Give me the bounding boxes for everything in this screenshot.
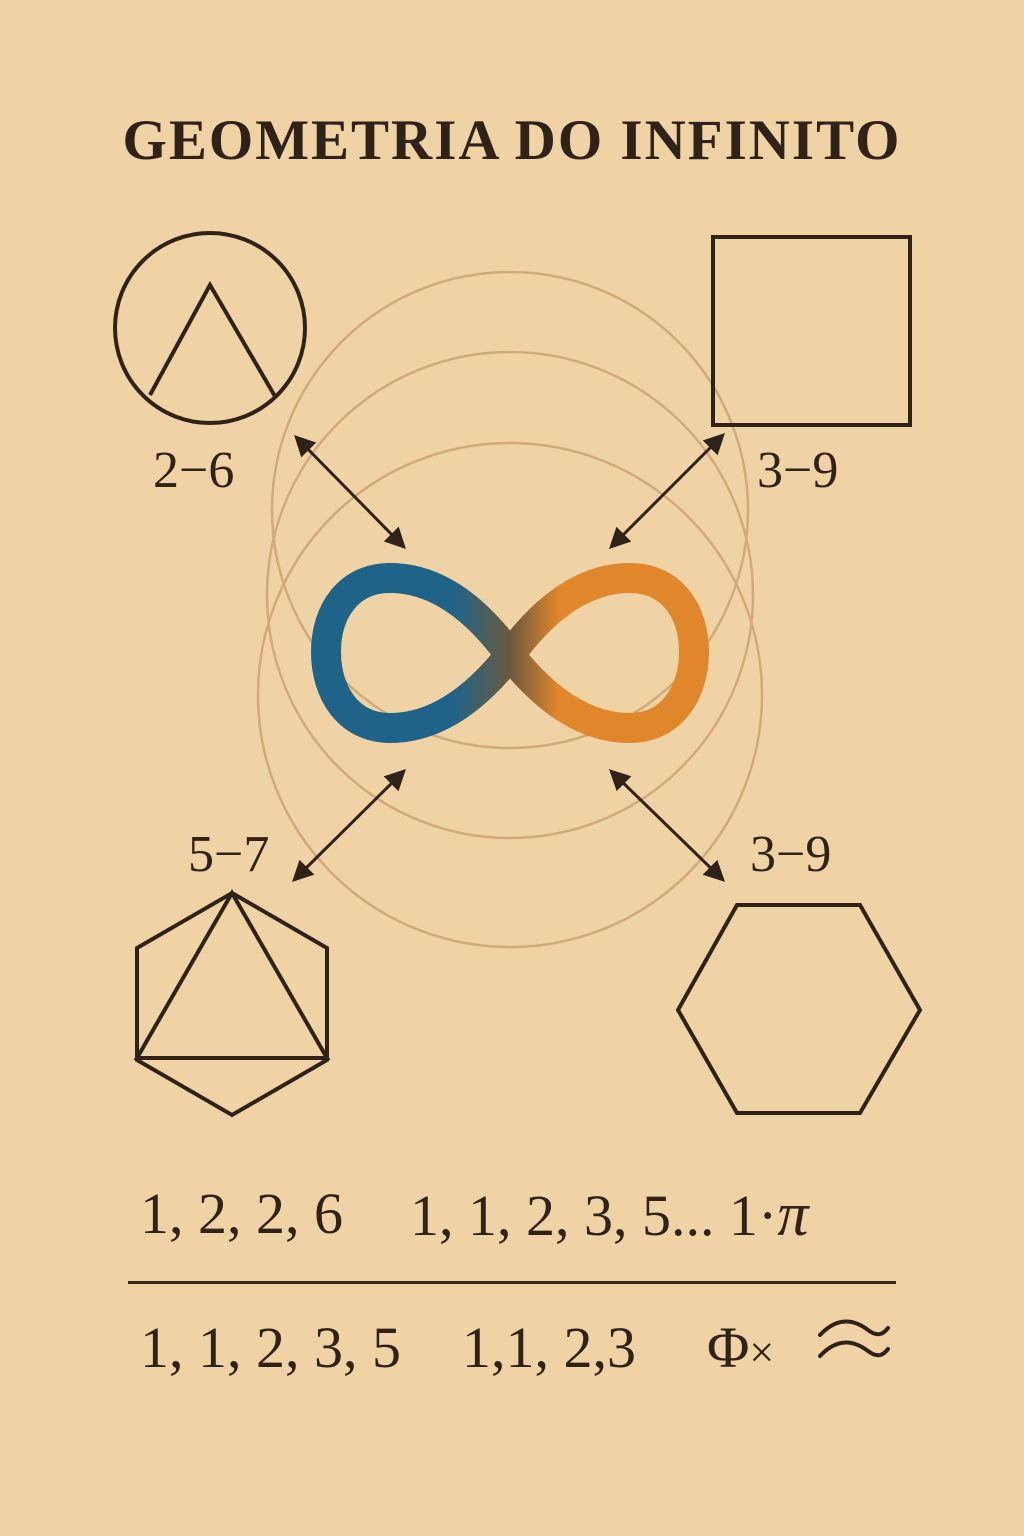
connector-arrows [292, 433, 726, 882]
ratio-label-top-left: 2−6 [153, 442, 235, 499]
arrow-bottom-right [608, 769, 726, 882]
infinity-icon [311, 563, 709, 743]
times-symbol: × [749, 1328, 775, 1377]
circle-ring-2 [265, 350, 755, 840]
sequence-top-b: 1, 1, 2, 3, 5... 1·π [410, 1180, 808, 1251]
circle-ring-3 [256, 441, 764, 949]
background-circles [256, 270, 764, 949]
sequence-top-a: 1, 2, 2, 6 [140, 1181, 343, 1246]
ratio-label-top-right: 3−9 [757, 442, 839, 499]
square-icon [711, 235, 912, 427]
ratio-label-bottom-right: 3−9 [750, 826, 832, 883]
sequence-bottom-a: 1, 1, 2, 3, 5 [140, 1315, 401, 1380]
arrow-top-left [294, 435, 406, 549]
arrow-bottom-left [292, 769, 406, 882]
circle-ring-1 [270, 270, 750, 750]
phi-symbol: Φ [707, 1315, 750, 1380]
hexagon-icon [675, 903, 923, 1115]
ratio-label-bottom-left: 5−7 [188, 826, 270, 883]
hexagon-triangle-icon [133, 888, 331, 1118]
circle-triangle-icon [113, 231, 307, 425]
phi-times: Φ× [707, 1314, 774, 1381]
fraction-rule [128, 1281, 896, 1284]
arrow-top-right [609, 433, 725, 549]
sequence-top-b-text: 1, 1, 2, 3, 5... 1· [410, 1183, 778, 1248]
approx-wave-icon [818, 1319, 890, 1358]
page-title: GEOMETRIA DO INFINITO [122, 109, 902, 172]
sequence-bottom-b: 1,1, 2,3 [462, 1315, 636, 1380]
pi-symbol: π [777, 1181, 809, 1249]
